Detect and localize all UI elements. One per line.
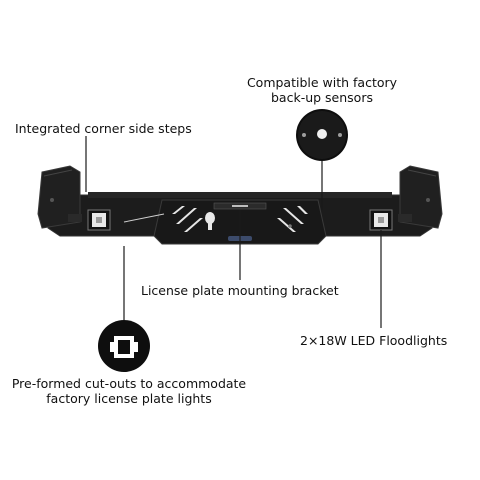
cutouts-callout: Pre-formed cut-outs to accommodate facto… bbox=[0, 376, 258, 406]
sensor-callout-line1: Compatible with factory bbox=[246, 75, 398, 90]
sensor-hole bbox=[205, 212, 215, 224]
steps-callout: Integrated corner side steps bbox=[15, 121, 192, 136]
floodlights-callout: 2×18W LED Floodlights bbox=[300, 333, 448, 348]
leader-cutout-h bbox=[123, 213, 165, 223]
right-corner-step bbox=[399, 165, 443, 229]
left-floodlight bbox=[87, 209, 111, 231]
sensor-callout: Compatible with factory back-up sensors bbox=[226, 75, 418, 105]
cutouts-callout-line2: factory license plate lights bbox=[46, 391, 212, 406]
sensor-hole-closeup-icon bbox=[296, 109, 348, 161]
license-light-cutout-icon bbox=[98, 320, 150, 372]
cutouts-callout-line1: Pre-formed cut-outs to accommodate bbox=[11, 376, 247, 391]
sensor-callout-line2: back-up sensors bbox=[271, 90, 373, 105]
right-floodlight bbox=[369, 209, 393, 231]
bumper-top-plate bbox=[88, 192, 392, 198]
bracket-callout: License plate mounting bracket bbox=[141, 283, 339, 298]
